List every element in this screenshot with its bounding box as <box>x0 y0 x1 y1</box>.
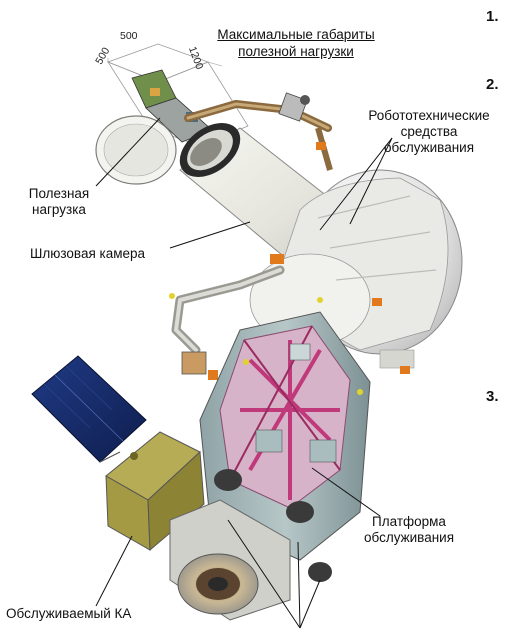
label-robotics-line3: обслуживания <box>383 140 475 155</box>
label-serviced-spacecraft: Обслуживаемый КА <box>6 606 132 621</box>
label-platform: Платформа обслуживания <box>344 514 474 546</box>
diagram-title-line2: полезной нагрузки <box>238 44 354 59</box>
section-number-3: 3. <box>486 388 499 405</box>
label-payload-line1: Полезная <box>28 186 90 201</box>
section-number-2: 2. <box>486 76 499 93</box>
marker-dots <box>169 293 363 395</box>
serviced-spacecraft <box>105 431 205 552</box>
diagram-title: Максимальные габариты полезной нагрузки <box>196 26 396 60</box>
label-airlock: Шлюзовая камера <box>30 246 146 261</box>
docking-unit <box>169 499 291 621</box>
solar-panel <box>31 355 147 463</box>
section-number-1: 1. <box>486 8 499 25</box>
label-platform-line2: обслуживания <box>363 530 455 545</box>
label-platform-line1: Платформа <box>372 514 446 529</box>
label-payload-line2: нагрузка <box>32 202 86 217</box>
label-robotics-line1: Робототехнические <box>368 108 490 123</box>
dimension-label-1: 500 <box>120 30 138 42</box>
label-robotics-line2: средства <box>400 124 458 139</box>
diagram-title-line1: Максимальные габариты <box>217 27 375 42</box>
label-robotics: Робототехнические средства обслуживания <box>354 108 504 156</box>
robotic-arm-lower <box>171 265 285 375</box>
leader-lines <box>95 117 393 629</box>
label-payload: Полезная нагрузка <box>14 186 104 218</box>
orange-accents <box>208 142 410 380</box>
